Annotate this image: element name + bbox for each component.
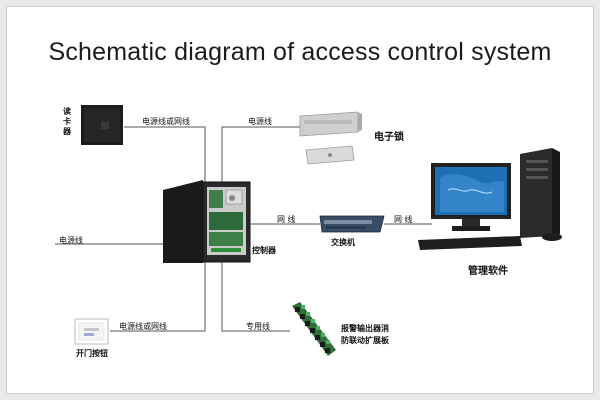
management-software-label: 管理软件 <box>468 266 508 277</box>
alarm-extension-label-line1: 报警输出器消 <box>341 324 389 333</box>
alarm-extension-label-line2: 防联动扩展板 <box>341 336 389 345</box>
network-switch-icon <box>319 215 385 233</box>
edge-controller-alarm <box>221 262 290 332</box>
diagram-title: Schematic diagram of access control syst… <box>48 38 552 66</box>
edge-label-controller-switch: 网 线 <box>277 215 296 224</box>
edge-reader-controller <box>124 126 206 183</box>
controller-box-icon <box>163 180 251 263</box>
desktop-computer-icon <box>418 148 562 250</box>
edge-button-controller <box>110 262 206 332</box>
electronic-lock-label: 电子锁 <box>374 132 404 143</box>
card-reader-icon <box>81 105 123 145</box>
edge-label-lock-controller: 电源线 <box>248 117 272 126</box>
magnetic-lock-icon <box>299 111 362 165</box>
edge-label-switch-pc: 网 线 <box>394 215 413 224</box>
card-reader-label-text: 读卡器 <box>63 107 71 136</box>
edge-label-button-controller: 电源线或网线 <box>119 322 167 331</box>
edge-label-power-in: 电源线 <box>59 236 83 245</box>
relay-board-icon <box>292 302 336 356</box>
switch-label: 交换机 <box>331 238 355 247</box>
edge-label-controller-alarm: 专用线 <box>246 322 270 331</box>
card-reader-label: 读卡器 <box>62 107 72 137</box>
connector-lines <box>55 126 432 332</box>
exit-button-label: 开门按钮 <box>76 349 108 358</box>
edge-label-reader-controller: 电源线或网线 <box>142 117 190 126</box>
edge-lock-controller <box>221 126 300 183</box>
exit-button-icon <box>74 318 109 345</box>
controller-label: 控制器 <box>252 246 276 255</box>
